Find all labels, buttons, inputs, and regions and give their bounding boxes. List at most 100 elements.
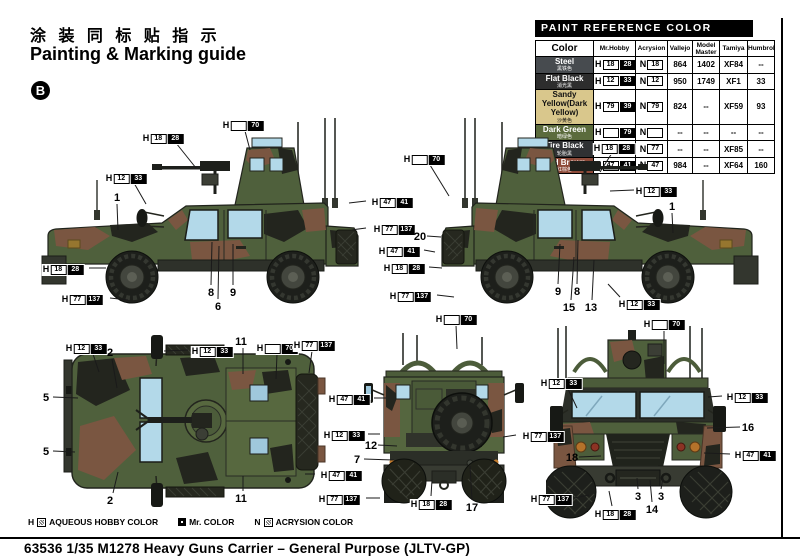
legend-mr-color: Mr. COLOR <box>178 517 234 527</box>
outline-box-icon <box>263 517 273 527</box>
part-number-callout: 13 <box>584 302 598 314</box>
part-number-callout: 11 <box>235 336 247 348</box>
part-number-callout: 15 <box>562 302 576 314</box>
part-number-callout: 3 <box>634 491 642 503</box>
part-number-callout: 2 <box>106 495 114 507</box>
part-number-callout: 12 <box>364 440 378 452</box>
model-master-cell: 1402 <box>692 56 720 74</box>
vallejo-cell: 824 <box>667 89 693 125</box>
model-master-cell: 1749 <box>692 72 720 90</box>
acrysion-chip: N <box>638 126 665 139</box>
sheet-label-badge: B <box>31 81 50 100</box>
paint-column-header: Color <box>535 40 594 57</box>
part-number-callout: 17 <box>465 502 479 514</box>
paint-column-header: Acrysion <box>635 40 668 57</box>
outline-box-icon <box>37 517 47 527</box>
paint-system-legend: H AQUEOUS HOBBY COLOR Mr. COLOR N ACRYSI… <box>28 517 353 527</box>
paint-table-title: PAINT REFERENCE COLOR <box>535 20 753 37</box>
illustration-rear-view <box>364 333 524 504</box>
page-title-english: Painting & Marking guide <box>30 44 247 64</box>
illustration-front-view <box>546 326 733 519</box>
part-number-callout: 7 <box>353 454 361 466</box>
part-number-callout: 3 <box>657 491 665 503</box>
illustration-top-view <box>63 335 326 507</box>
paint-column-header: Tamiya <box>719 40 748 57</box>
tamiya-cell: XF59 <box>719 89 748 125</box>
humbrol-cell: 160 <box>747 156 775 175</box>
humbrol-cell: 93 <box>747 89 775 125</box>
part-number-callout: 1 <box>668 201 676 213</box>
kit-title: 63536 1/35 M1278 Heavy Guns Carrier – Ge… <box>24 541 471 556</box>
solid-box-icon <box>178 518 187 526</box>
page-title-chinese: 涂 装 同 标 贴 指 示 <box>30 28 221 45</box>
color-swatch-cell: Sandy Yellow(Dark Yellow)沙黄色 <box>535 89 594 125</box>
part-number-callout: 6 <box>214 301 222 313</box>
part-number-callout: 5 <box>42 392 50 404</box>
humbrol-cell: 33 <box>747 72 775 90</box>
part-number-callout: 9 <box>554 286 562 298</box>
part-number-callout: 20 <box>413 231 427 243</box>
part-number-callout: 8 <box>207 287 215 299</box>
part-number-callout: 16 <box>741 422 755 434</box>
illustration-side-view-left <box>41 118 359 304</box>
part-number-callout: 5 <box>42 446 50 458</box>
part-number-callout: 14 <box>645 504 659 516</box>
paint-column-header: Vallejo <box>667 40 693 57</box>
humbrol-cell: -- <box>747 56 775 74</box>
part-number-callout: 1 <box>113 192 121 204</box>
